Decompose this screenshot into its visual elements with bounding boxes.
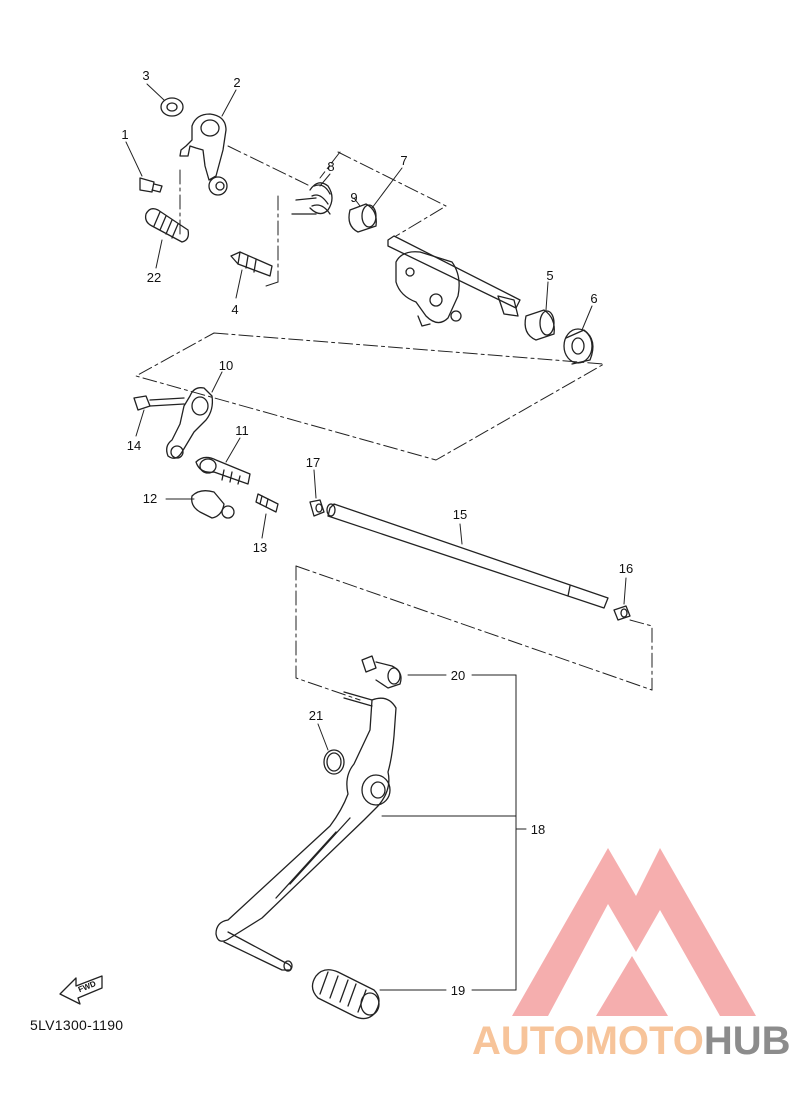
callout-17: 17 xyxy=(306,455,320,470)
brand-part1: AUTOMOTO xyxy=(472,1019,704,1063)
callout-16: 16 xyxy=(619,561,633,576)
flange-bolt-part xyxy=(133,395,185,411)
callout-9: 9 xyxy=(350,190,357,205)
torsion-spring-part xyxy=(291,182,333,215)
callout-1: 1 xyxy=(121,127,128,142)
locknut-bolt-part xyxy=(255,493,279,513)
dust-boot-part xyxy=(191,490,235,519)
bolt-part xyxy=(139,177,163,193)
shift-lever-part xyxy=(166,387,214,459)
fwd-arrow-icon xyxy=(59,975,103,1005)
callout-3: 3 xyxy=(142,68,149,83)
stud-bolt-part xyxy=(230,251,273,277)
watermark-brand: AUTOMOTOHUB xyxy=(472,1018,791,1064)
collar-part xyxy=(348,203,377,233)
pivot-bolt-part xyxy=(361,655,402,689)
brand-part2: HUB xyxy=(703,1019,791,1063)
callout-21: 21 xyxy=(309,708,323,723)
bushing-part xyxy=(524,309,555,341)
callout-7: 7 xyxy=(400,153,407,168)
callout-10: 10 xyxy=(219,358,233,373)
callout-6: 6 xyxy=(590,291,597,306)
small-nut-part xyxy=(309,499,325,517)
callout-13: 13 xyxy=(253,540,267,555)
callout-4: 4 xyxy=(231,302,238,317)
callout-19: 19 xyxy=(451,983,465,998)
rod-nut-part xyxy=(613,605,631,621)
callout-14: 14 xyxy=(127,438,141,453)
callout-12: 12 xyxy=(143,491,157,506)
callout-20: 20 xyxy=(451,668,465,683)
callout-5: 5 xyxy=(546,268,553,283)
callout-18: 18 xyxy=(531,822,545,837)
callout-8: 8 xyxy=(327,159,334,174)
oil-seal-part xyxy=(563,328,594,365)
callout-15: 15 xyxy=(453,507,467,522)
shift-shaft-part xyxy=(387,235,521,327)
shift-arm-part xyxy=(179,113,228,196)
o-ring-part xyxy=(323,749,345,775)
shift-pedal-part xyxy=(215,691,397,972)
callout-22: 22 xyxy=(147,270,161,285)
pedal-rubber-part xyxy=(311,969,380,1020)
shift-rod-part xyxy=(326,503,609,609)
callout-11: 11 xyxy=(235,423,249,438)
watermark-logo-icon xyxy=(512,848,756,1016)
washer-part xyxy=(160,97,184,117)
part-code: 5LV1300-1190 xyxy=(30,1017,124,1033)
rod-end-part xyxy=(195,456,251,485)
callout-2: 2 xyxy=(233,75,240,90)
spring-part xyxy=(144,208,190,243)
